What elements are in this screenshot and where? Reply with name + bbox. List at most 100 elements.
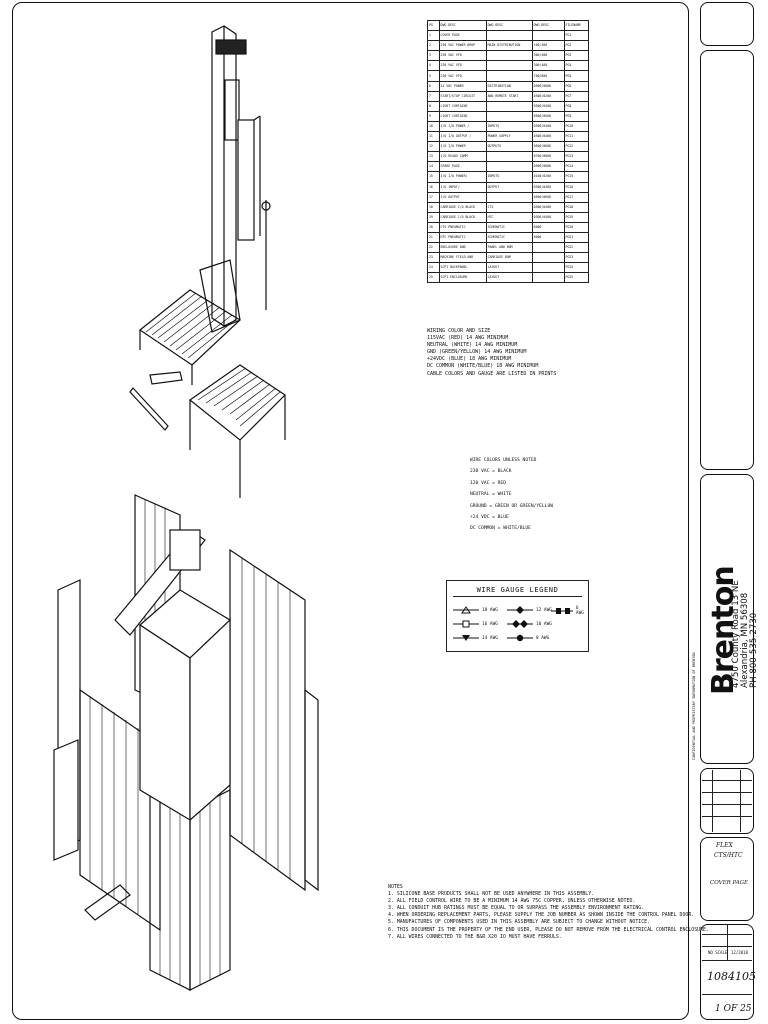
index-cell: 0300/0200: [531, 90, 565, 102]
wire-color-line: NEUTRAL = WHITE: [470, 492, 512, 498]
index-cell: 9: [427, 110, 440, 122]
legend-label: 16 AWG: [482, 621, 498, 627]
index-cell: CTS PNEUMATIC: [438, 221, 487, 233]
wiring-line: WIRING COLOR AND SIZE: [427, 328, 491, 334]
index-cell: 8: [427, 100, 440, 112]
title-block-logo: [700, 474, 754, 764]
index-cell: INPUTS: [485, 120, 533, 133]
scale: NO SCALE: [708, 950, 728, 955]
note-line: 6. THIS DOCUMENT IS THE PROPERTY OF THE …: [388, 926, 709, 933]
wire-color-line: DC COMMON = WHITE/BLUE: [470, 526, 531, 532]
index-cell: 230 VAC VFD: [438, 60, 487, 72]
index-cell: 0700/0800: [531, 151, 565, 163]
wire-color-line: 120 VAC = RED: [470, 480, 506, 486]
note-line: 1. SILICONE BASE PRODUCTS SHALL NOT BE U…: [388, 891, 595, 898]
index-cell: 230 VAC POWER DROP: [438, 40, 487, 52]
index-cell: 6000: [531, 221, 565, 233]
legend-label: 10 AWG: [536, 621, 552, 627]
note-line: 7. ALL WIRES CONNECTED TO THE B&R X20 IO…: [388, 933, 562, 940]
index-cell: AND REMOTE START: [485, 90, 533, 102]
title-block-project: [700, 837, 754, 921]
index-cell: [485, 50, 533, 62]
index-cell: 23: [427, 252, 440, 264]
index-cell: PG20: [563, 221, 590, 233]
index-cell: I/O I/O POWER: [438, 141, 487, 153]
wiring-line: GND (GREEN/YELLOW) 14 AWG MINIMUM: [427, 349, 527, 356]
index-cell: I/O I/O POWER/: [438, 171, 487, 183]
index-cell: I/O I/O OUTPUT /: [438, 131, 487, 143]
note-line: 2. ALL FIELD CONTROL WIRE TO BE A MINIMU…: [388, 898, 636, 905]
index-cell: 0500/0600: [531, 191, 565, 203]
index-cell: PG17: [563, 191, 590, 203]
index-cell: PG3: [563, 50, 590, 62]
index-cell: 14: [427, 161, 440, 173]
index-cell: 25: [427, 272, 440, 284]
index-cell: I/O I/O POWER /: [438, 120, 487, 133]
index-cell: MAIN DISTRIBUTION: [485, 40, 533, 52]
legend-label: 18 AWG: [482, 607, 498, 613]
index-cell: DWG DESC: [438, 19, 487, 32]
index-cell: 100/300: [531, 40, 565, 52]
index-cell: HTC: [485, 211, 533, 223]
index-cell: PG15: [563, 171, 590, 183]
index-cell: PG23: [563, 252, 590, 264]
index-cell: [531, 242, 565, 254]
index-cell: POWER SUPPLY: [485, 131, 533, 143]
sheet-title: COVER PAGE: [710, 880, 749, 886]
index-cell: FILENAME: [563, 19, 590, 32]
index-cell: PG6: [563, 80, 590, 92]
index-cell: 6: [427, 80, 440, 92]
index-cell: 230 VAC VFD: [438, 50, 487, 62]
index-cell: 3: [427, 50, 440, 62]
note-line: NOTES: [388, 884, 403, 890]
index-cell: 4: [427, 60, 440, 72]
index-cell: 18: [427, 201, 440, 213]
index-cell: PG25: [563, 272, 590, 284]
note-line: 3. ALL CONDUIT HUB RATINGS MUST BE EQUAL…: [388, 905, 645, 912]
index-cell: PG10: [563, 120, 590, 133]
index-cell: 1: [427, 30, 440, 42]
index-cell: LIGHT CURTAINS: [438, 110, 487, 122]
index-cell: 0500/0600: [531, 110, 565, 122]
index-cell: 300/400: [531, 60, 565, 72]
index-cell: PANEL AND BOM: [485, 242, 533, 254]
wire-color-line: WIRE COLORS UNLESS NOTED: [470, 458, 537, 463]
index-cell: 16: [427, 181, 440, 193]
sheet-number: 1 OF 25: [715, 1004, 752, 1014]
index-cell: LAYOUT: [485, 262, 533, 274]
double-diamond-icon: [507, 620, 533, 628]
index-cell: [531, 262, 565, 274]
index-cell: 300/400: [531, 50, 565, 62]
index-cell: PG2: [563, 40, 590, 52]
legend-14awg: 14 AWG: [453, 634, 498, 642]
index-cell: [485, 100, 533, 112]
index-cell: 0300/0400: [531, 211, 565, 223]
legend-label: 6 AWG: [575, 606, 584, 616]
index-cell: COVER PAGE: [438, 30, 487, 42]
title-block-top: [700, 2, 754, 46]
index-cell: PG1: [563, 30, 590, 42]
legend-18awg: 18 AWG: [453, 606, 498, 614]
index-cell: LAYOUT: [485, 272, 533, 284]
date: 12/2018: [731, 950, 748, 955]
wiring-line: 115VAC (RED) 14 AWG MINIMUM: [427, 335, 509, 342]
company-address-line3: PH 800-535-2730: [749, 612, 759, 688]
index-cell: PG19: [563, 211, 590, 223]
index-cell: 0900/0000: [531, 80, 565, 92]
